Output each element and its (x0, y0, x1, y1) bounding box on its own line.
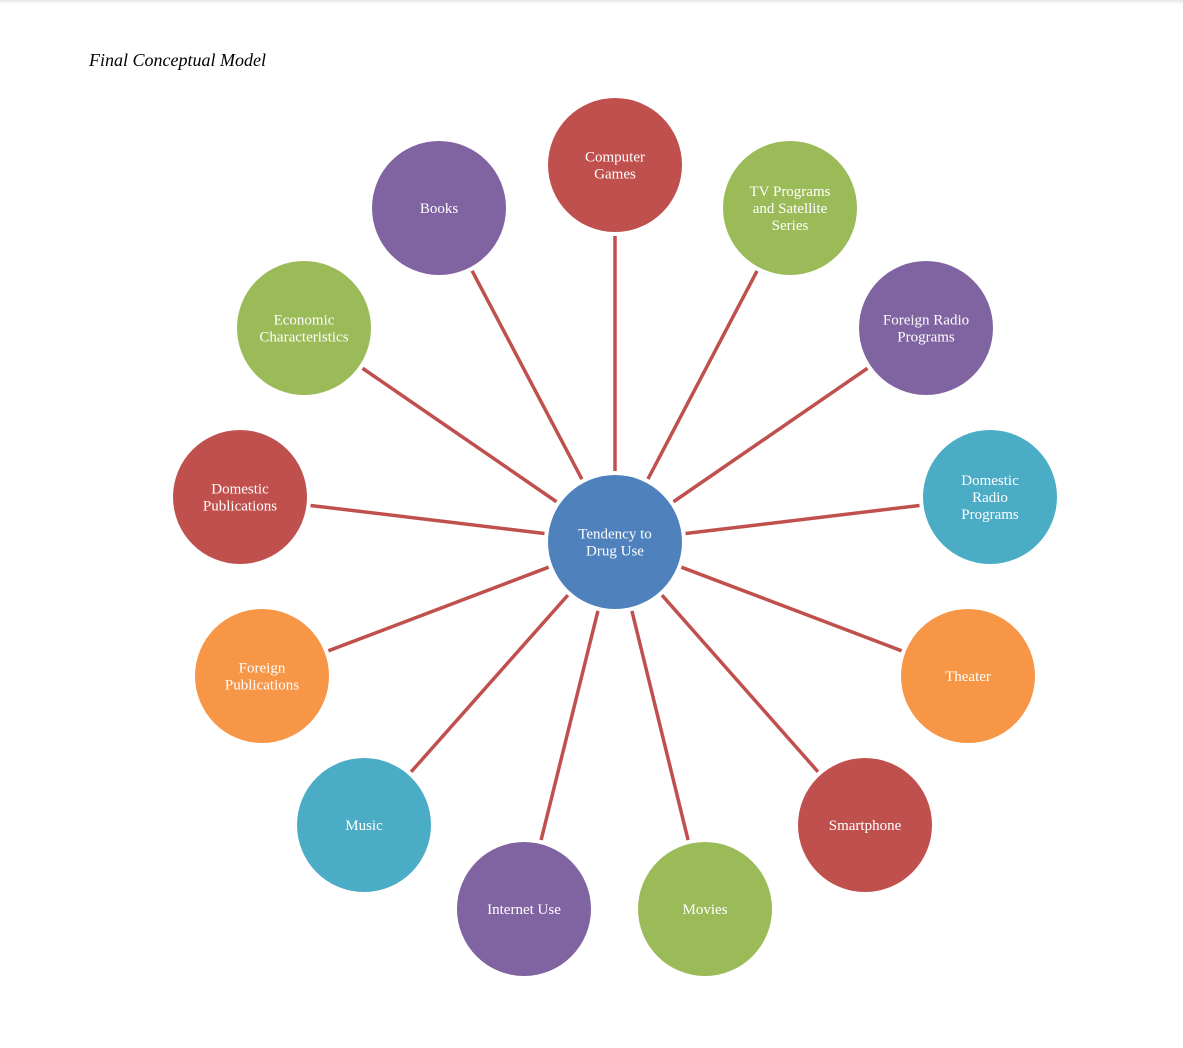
node-domestic-publications-circle (173, 430, 307, 564)
node-domestic-publications-label: Domestic (211, 482, 269, 498)
node-foreign-radio-programs-label: Programs (897, 330, 955, 346)
connector-economic-characteristics (361, 366, 558, 504)
node-music-circle (297, 758, 431, 892)
node-foreign-publications-label: Foreign (239, 661, 286, 677)
connector-tv-programs-and-satellite-series (646, 270, 759, 480)
node-theater: Theater (901, 609, 1035, 743)
node-foreign-publications-circle (195, 609, 329, 743)
node-economic-characteristics-circle (237, 261, 371, 395)
node-theater-label: Theater (945, 669, 991, 685)
connector-domestic-publications (310, 503, 545, 536)
node-books-label: Books (420, 201, 459, 217)
figure-title: Final Conceptual Model (89, 50, 266, 70)
connector-smartphone (660, 594, 820, 773)
node-computer-games-label: Computer (585, 150, 645, 166)
connector-books (470, 269, 584, 481)
node-books: Books (372, 141, 506, 275)
node-books-circle (372, 141, 506, 275)
center-node-tendency-to-drug-use-label: Drug Use (586, 544, 644, 560)
node-theater-circle (901, 609, 1035, 743)
connector-foreign-radio-programs (672, 366, 869, 504)
node-movies-label: Movies (683, 902, 728, 918)
page-top-edge (0, 0, 1183, 4)
node-smartphone-label: Smartphone (829, 818, 902, 834)
node-computer-games-label: Games (594, 167, 636, 183)
node-computer-games-circle (548, 98, 682, 232)
node-tv-programs-and-satellite-series-circle (723, 141, 857, 275)
center-node-tendency-to-drug-use-label: Tendency to (578, 527, 652, 543)
node-music: Music (297, 758, 431, 892)
node-internet-use-label: Internet Use (487, 902, 561, 918)
node-domestic-publications-label: Publications (203, 499, 277, 515)
connector-music (409, 593, 570, 774)
node-economic-characteristics-label: Characteristics (259, 330, 348, 346)
node-foreign-publications-label: Publications (225, 678, 299, 694)
node-domestic-radio-programs-circle (923, 430, 1057, 564)
node-foreign-radio-programs-circle (859, 261, 993, 395)
node-internet-use: Internet Use (457, 842, 591, 976)
connector-foreign-publications (327, 565, 550, 653)
node-economic-characteristics-label: Economic (274, 313, 335, 329)
connector-theater (680, 565, 903, 653)
node-smartphone: Smartphone (798, 758, 932, 892)
node-domestic-radio-programs-label: Domestic (961, 473, 1019, 489)
connector-internet-use (539, 610, 600, 841)
node-music-label: Music (345, 818, 383, 834)
node-foreign-radio-programs-label: Foreign Radio (883, 313, 969, 329)
node-domestic-radio-programs-label: Radio (972, 490, 1008, 506)
node-tv-programs-and-satellite-series-label: TV Programs (750, 184, 831, 200)
node-tv-programs-and-satellite-series-label: Series (772, 218, 809, 234)
center-node-tendency-to-drug-use-circle (548, 475, 682, 609)
node-movies-circle (638, 842, 772, 976)
node-domestic-radio-programs-label: Programs (961, 507, 1019, 523)
connector-domestic-radio-programs (685, 503, 920, 536)
node-internet-use-circle (457, 842, 591, 976)
connector-movies (630, 610, 690, 841)
node-tv-programs-and-satellite-series-label: and Satellite (753, 201, 828, 217)
node-movies: Movies (638, 842, 772, 976)
node-smartphone-circle (798, 758, 932, 892)
